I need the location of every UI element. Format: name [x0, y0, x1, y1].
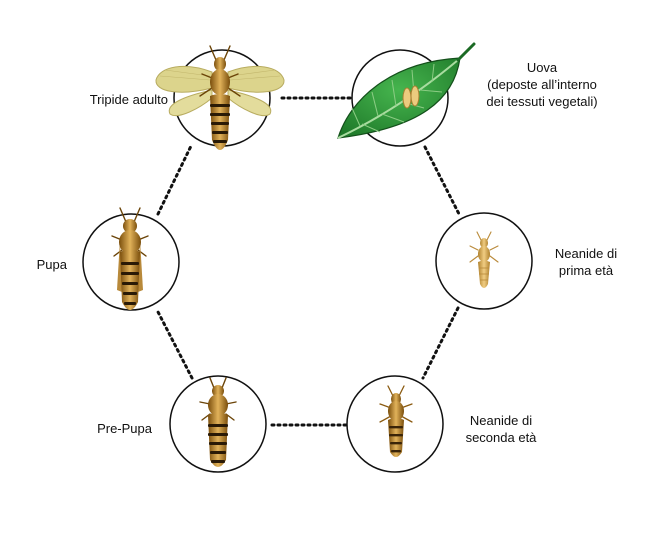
connector-larva1-larva2 [421, 306, 460, 380]
pupa-illustration [111, 207, 149, 310]
second-instar-larva-illustration [379, 385, 413, 457]
label-larva1-line-1: Neanide di [554, 246, 618, 261]
label-prepupa: Pre-Pupa [40, 420, 152, 437]
label-eggs-line-1: Uova [526, 60, 558, 75]
label-eggs: Uova (deposte all’interno dei tessuti ve… [462, 59, 622, 110]
leaf-with-eggs-illustration [337, 42, 476, 139]
label-larva2-line-1: Neanide di [469, 413, 533, 428]
label-prepupa-line-1: Pre-Pupa [97, 421, 152, 436]
prepupa-illustration [199, 377, 237, 467]
connector-pupa-adult [156, 144, 193, 216]
label-larva2: Neanide di seconda età [446, 412, 556, 446]
egg-2 [410, 85, 420, 107]
label-pupa-line-1: Pupa [36, 257, 67, 272]
connector-prepupa-pupa [155, 308, 194, 380]
label-larva1: Neanide di prima età [536, 245, 636, 279]
label-pupa: Pupa [10, 256, 67, 273]
label-larva2-line-2: seconda età [465, 430, 537, 445]
label-adult: Tripide adulto [20, 91, 168, 108]
label-eggs-line-3: dei tessuti vegetali) [486, 94, 598, 109]
egg-1 [402, 87, 412, 109]
label-adult-line-1: Tripide adulto [89, 92, 168, 107]
connector-eggs-larva1 [423, 145, 461, 216]
adult-thrips-illustration [155, 45, 285, 150]
first-instar-larva-illustration [469, 231, 499, 288]
label-larva1-line-2: prima età [558, 263, 614, 278]
cycle-connectors [155, 96, 461, 427]
label-eggs-line-2: (deposte all’interno [487, 77, 597, 92]
